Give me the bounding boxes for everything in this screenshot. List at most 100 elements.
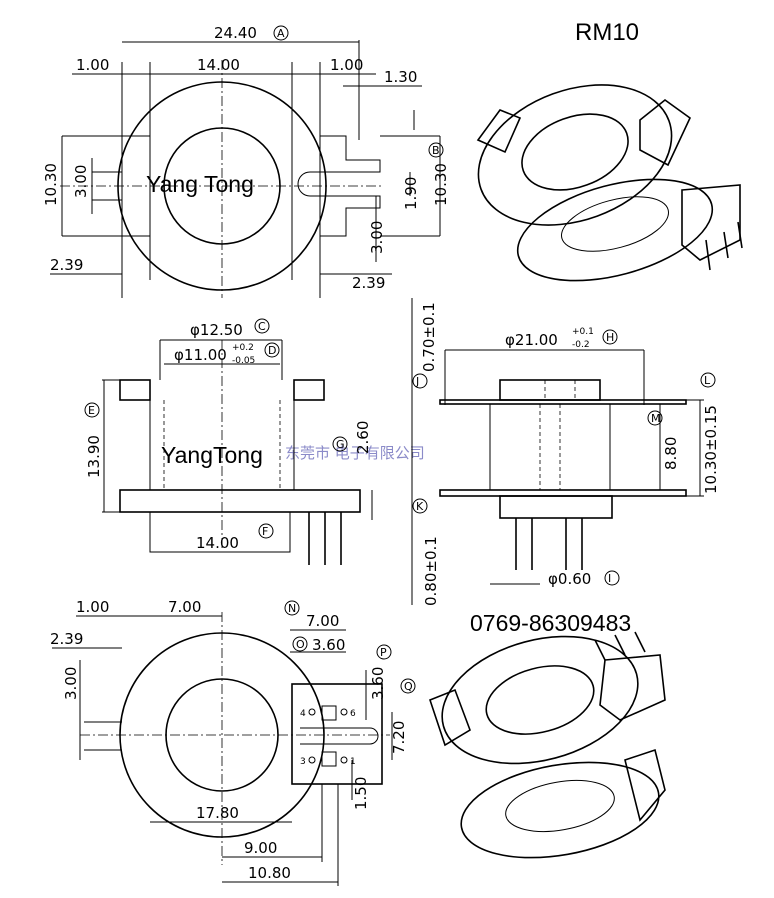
pin-label-6: 6 [350, 709, 356, 719]
ref-label-p: P [380, 646, 387, 659]
dim-bottom-thickness: 0.80±0.1 [422, 536, 440, 606]
dim-height-right: 10.30 [432, 163, 450, 206]
side-view-right: 0.70±0.1 J φ21.00 +0.1 -0.2 H 10.30±0.15… [411, 298, 720, 606]
dim-inner-dia-tol-lower: -0.05 [232, 356, 255, 366]
ref-circle-o [292, 636, 308, 652]
bottom-view: 3.00 2.39 1.00 7.00 4 6 3 1 7.00 N 3.60 … [50, 598, 416, 886]
slot-right-outline [297, 135, 381, 237]
ref-circle-g [332, 436, 348, 452]
dim-pin-dia: φ0.60 [548, 570, 591, 588]
ref-label-g: G [336, 438, 345, 451]
flange-top-right-cap [293, 379, 325, 401]
base-flange [119, 489, 361, 513]
iso2-pin-block [599, 654, 666, 721]
pin-hole-4 [308, 708, 316, 716]
phone-number: 0769-86309483 [470, 610, 631, 636]
dim-height-left: 10.30 [42, 163, 60, 206]
dim-pin-pitch-y: 7.20 [390, 721, 408, 754]
dim-flange-dia-tol-lower: -0.2 [572, 340, 590, 350]
dim-flange-dia: φ21.00 [505, 331, 558, 349]
ref-circle-q [400, 678, 416, 694]
dim-inner-width: 14.00 [197, 56, 240, 74]
dim-top-thickness: 0.70±0.1 [420, 302, 438, 372]
ref-label-h: H [606, 331, 614, 344]
pin-hole-3 [308, 756, 316, 764]
side-view-left: φ12.50 C φ11.00 +0.2 -0.05 D 13.90 E 2.6… [84, 318, 373, 565]
ref-circle-c [254, 318, 270, 334]
right-top-cap [499, 379, 601, 401]
ref-label-e: E [88, 404, 95, 417]
iso2-pin-3 [634, 631, 646, 653]
ref-circle-n [284, 600, 300, 616]
iso2-top-bore [485, 665, 595, 735]
iso-top-flange [477, 84, 673, 226]
brand-label-middle: YangTong [161, 442, 263, 468]
dim-inner-dia-tol-upper: +0.2 [232, 343, 254, 353]
ref-label-q: Q [404, 680, 413, 693]
right-bottom-block [499, 495, 613, 519]
iso2-pin-2 [614, 634, 626, 656]
iso2-bottom-bore [505, 780, 615, 832]
ref-circle-f [258, 523, 274, 539]
dim-pin-edge: 1.50 [352, 777, 370, 810]
dim-height: 13.90 [85, 435, 103, 478]
pin-label-3: 3 [300, 757, 306, 767]
brand-label-top: Yang Tong [146, 171, 254, 197]
ref-label-k: K [416, 500, 424, 513]
iso-pin-3 [737, 221, 743, 249]
dim-bottom-left-margin: 1.00 [76, 598, 109, 616]
ref-label-f: F [262, 525, 268, 538]
dim-winding-height: 8.80 [662, 437, 680, 470]
iso-pin-2 [723, 231, 729, 259]
bottom-slot-left [84, 721, 122, 751]
ref-circle-e [84, 402, 100, 418]
dim-base-width: 14.00 [196, 534, 239, 552]
pin-block-slot [300, 727, 379, 745]
ref-circle-p [376, 644, 392, 660]
ref-label-a: A [277, 27, 285, 40]
ref-label-n: N [288, 602, 296, 615]
isometric-view-top [476, 84, 743, 282]
flange-top-left-cap [119, 379, 151, 401]
pin-label-1: 1 [350, 757, 356, 767]
iso-top-bore [521, 113, 629, 191]
dim-pin-spacing: 3.60 [312, 636, 345, 654]
dim-flange: 2.60 [354, 421, 372, 454]
ref-label-m: M [651, 412, 661, 425]
iso-bottom-bore [561, 196, 669, 252]
iso-pin-block [681, 184, 741, 261]
dim-overall-width: 24.40 [214, 24, 257, 42]
pin-block-outline [291, 683, 383, 785]
right-bottom-flange [439, 489, 687, 497]
watermark-text: 东莞市 电子有限公司 [285, 444, 425, 462]
ref-label-d: D [268, 344, 276, 357]
dim-right-margin: 1.00 [330, 56, 363, 74]
dim-span-10: 10.80 [248, 864, 291, 882]
ref-circle-b [428, 142, 444, 158]
iso2-pin-1 [594, 639, 606, 661]
iso-pin-1 [705, 239, 711, 271]
iso-bottom-flange [516, 178, 714, 282]
pin-hole-1 [340, 756, 348, 764]
ref-circle-d [264, 342, 280, 358]
pin-pad-lower [321, 751, 337, 767]
ref-label-o: O [296, 638, 305, 651]
ref-circle-k [412, 498, 428, 514]
iso2-tab-left [429, 688, 471, 747]
right-top-flange [439, 399, 687, 405]
ref-label-j: J [415, 375, 419, 388]
ref-circle-j [412, 373, 428, 389]
dim-span-17: 17.80 [196, 804, 239, 822]
dim-slot-right: 3.00 [368, 221, 386, 254]
top-view: 24.40 A 1.00 14.00 1.00 1.30 10.30 3.00 … [42, 24, 450, 298]
dim-pin-pitch-x: 7.00 [306, 612, 339, 630]
ref-circle-l [700, 372, 716, 388]
iso2-top-flange [441, 635, 639, 765]
ref-label-l: L [704, 374, 711, 387]
dim-left-margin: 1.00 [76, 56, 109, 74]
pin-label-4: 4 [300, 709, 306, 719]
slot-left [92, 171, 123, 201]
dim-pin-row: 3.60 [369, 667, 387, 700]
ref-label-c: C [258, 320, 266, 333]
